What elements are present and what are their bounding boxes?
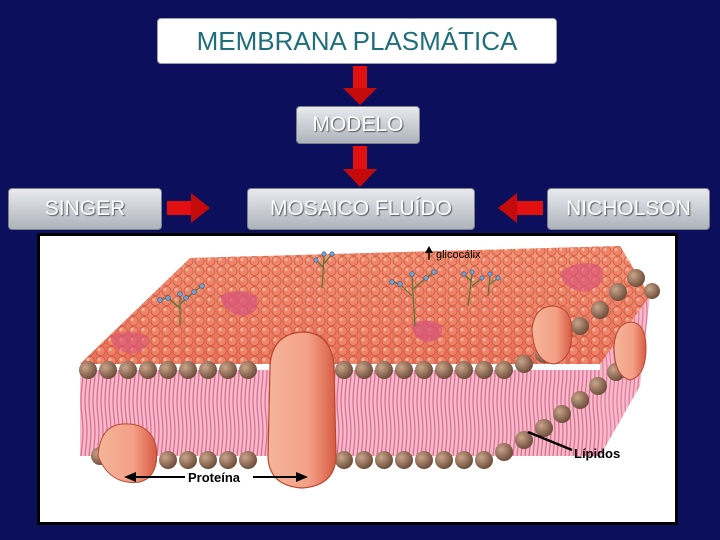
model-label-box: MODELO: [296, 106, 420, 144]
model-name-box: MOSAICO FLUÍDO: [247, 188, 475, 230]
arrow-down-2: [342, 146, 378, 188]
membrane-illustration: glicocálix Lípidos Proteína: [37, 233, 678, 525]
right-protein-2: [614, 322, 646, 380]
author-nicholson-box: NICHOLSON: [547, 188, 710, 230]
arrow-down-1: [342, 66, 378, 106]
author-singer-box: SINGER: [8, 188, 162, 230]
arrow-left-icon: [497, 192, 543, 224]
arrow-right-icon: [167, 192, 211, 224]
membrane-svg: glicocálix Lípidos Proteína: [40, 236, 675, 522]
central-protein: [268, 332, 336, 488]
page-title: MEMBRANA PLASMÁTICA: [157, 18, 557, 64]
lipid-label: Lípidos: [574, 446, 620, 461]
glycocalyx-label: glicocálix: [436, 249, 481, 261]
protein-label: Proteína: [188, 470, 241, 485]
